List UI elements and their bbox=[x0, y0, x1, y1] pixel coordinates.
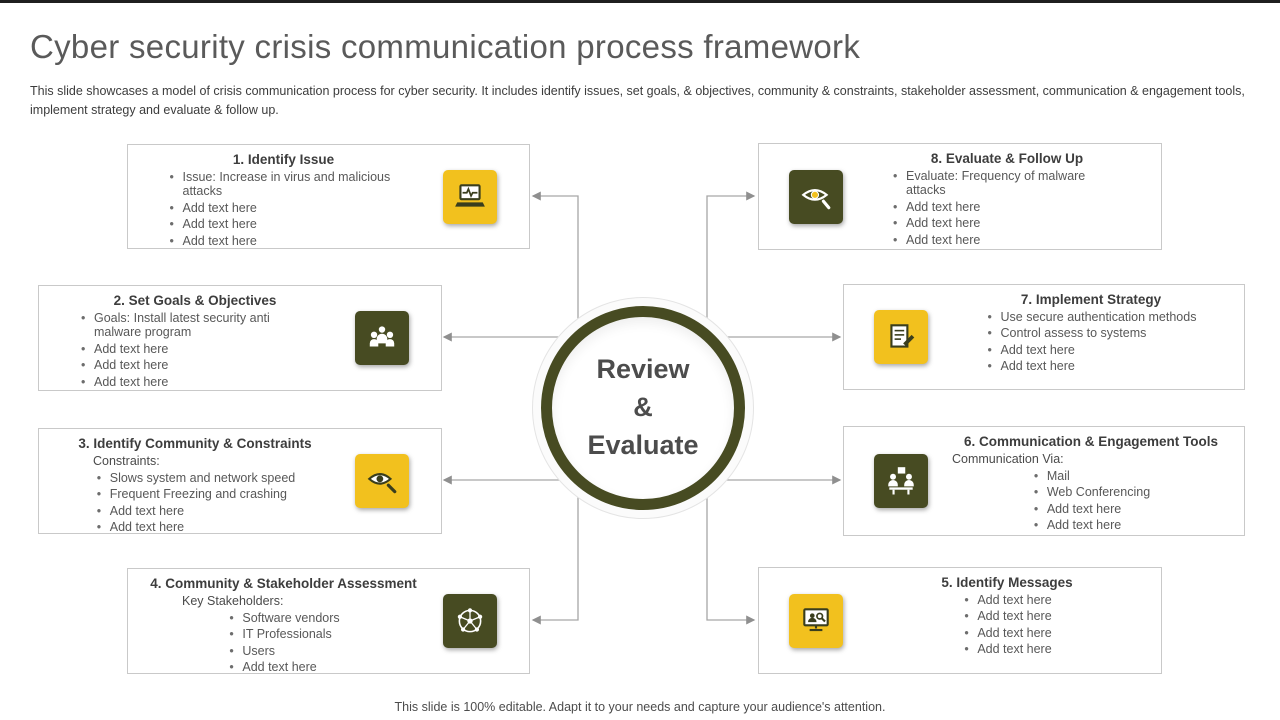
process-box-community-stakeholder-assessment: 4. Community & Stakeholder Assessment Ke… bbox=[127, 568, 530, 674]
laptop-pulse-icon bbox=[443, 169, 497, 224]
network-nodes-icon bbox=[443, 594, 497, 648]
bullet-list: Evaluate: Frequency of malware attacks A… bbox=[891, 169, 1123, 247]
bullet: Add text here bbox=[986, 359, 1197, 374]
bullet: Add text here bbox=[891, 233, 1123, 248]
bullet-list: Goals: Install latest security anti malw… bbox=[79, 311, 311, 389]
bullet: Add text here bbox=[962, 609, 1051, 624]
slide-description: This slide showcases a model of crisis c… bbox=[30, 84, 1245, 117]
bullet-list: Use secure authentication methods Contro… bbox=[986, 310, 1197, 374]
box-title: 8. Evaluate & Follow Up bbox=[930, 151, 1084, 166]
bullet: Add text here bbox=[79, 358, 311, 373]
bullet: Add text here bbox=[227, 660, 339, 673]
footer-note: This slide is 100% editable. Adapt it to… bbox=[394, 700, 886, 714]
box-title: 2. Set Goals & Objectives bbox=[113, 293, 277, 308]
eye-review-icon bbox=[789, 169, 843, 224]
center-text-line2: & bbox=[633, 392, 653, 423]
box-title: 4. Community & Stakeholder Assessment bbox=[150, 576, 417, 591]
bullet: Add text here bbox=[962, 626, 1051, 641]
bullet: Add text here bbox=[891, 216, 1123, 231]
document-edit-icon bbox=[874, 310, 928, 364]
bullet: Add text here bbox=[95, 504, 296, 519]
box-sublabel: Communication Via: bbox=[952, 452, 1064, 466]
bullet: Software vendors bbox=[227, 611, 339, 626]
box-title: 5. Identify Messages bbox=[941, 575, 1073, 590]
bullet-list: Issue: Increase in virus and malicious a… bbox=[168, 170, 400, 248]
bullet: Issue: Increase in virus and malicious a… bbox=[168, 170, 400, 199]
box-title: 1. Identify Issue bbox=[232, 152, 335, 167]
bullet: Add text here bbox=[95, 520, 296, 533]
bullet: Slows system and network speed bbox=[95, 471, 296, 486]
process-box-communication-engagement-tools: 6. Communication & Engagement Tools Comm… bbox=[843, 426, 1245, 536]
bullet: Frequent Freezing and crashing bbox=[95, 487, 296, 502]
page-title: Cyber security crisis communication proc… bbox=[30, 28, 861, 65]
bullet: Add text here bbox=[962, 593, 1051, 608]
bullet-list: Software vendors IT Professionals Users … bbox=[227, 611, 339, 673]
bullet-list: Mail Web Conferencing Add text here Add … bbox=[1032, 469, 1150, 533]
center-text-line1: Review bbox=[596, 354, 690, 385]
bullet: Mail bbox=[1032, 469, 1150, 484]
bullet: Add text here bbox=[986, 343, 1197, 358]
monitor-search-icon bbox=[789, 593, 843, 648]
bullet: Add text here bbox=[79, 342, 311, 357]
bullet: Add text here bbox=[962, 642, 1051, 657]
eye-search-icon bbox=[355, 454, 409, 508]
slide-top-border bbox=[0, 0, 1280, 3]
bullet: Add text here bbox=[168, 201, 400, 216]
bullet: Evaluate: Frequency of malware attacks bbox=[891, 169, 1123, 198]
bullet: Control assess to systems bbox=[986, 326, 1197, 341]
team-goal-icon bbox=[355, 311, 409, 365]
box-sublabel: Key Stakeholders: bbox=[182, 594, 284, 608]
bullet: Add text here bbox=[168, 217, 400, 232]
center-text-line3: Evaluate bbox=[587, 429, 699, 460]
box-title: 3. Identify Community & Constraints bbox=[78, 436, 312, 451]
bullet: Users bbox=[227, 644, 339, 659]
process-box-identify-messages: 5. Identify Messages Add text here Add t… bbox=[758, 567, 1162, 674]
process-box-identify-community-constraints: 3. Identify Community & Constraints Cons… bbox=[38, 428, 442, 534]
bullet: Goals: Install latest security anti malw… bbox=[79, 311, 311, 340]
bullet: Use secure authentication methods bbox=[986, 310, 1197, 325]
bullet: Add text here bbox=[1032, 502, 1150, 517]
bullet-list: Slows system and network speed Frequent … bbox=[95, 471, 296, 533]
bullet: Add text here bbox=[1032, 518, 1150, 533]
box-title: 6. Communication & Engagement Tools bbox=[963, 434, 1219, 449]
bullet: Web Conferencing bbox=[1032, 485, 1150, 500]
bullet: Add text here bbox=[891, 200, 1123, 215]
process-box-identify-issue: 1. Identify Issue Issue: Increase in vir… bbox=[127, 144, 530, 249]
meeting-discussion-icon bbox=[874, 454, 928, 508]
bullet: Add text here bbox=[79, 375, 311, 390]
bullet: IT Professionals bbox=[227, 627, 339, 642]
bullet: Add text here bbox=[168, 234, 400, 249]
box-sublabel: Constraints: bbox=[93, 454, 160, 468]
process-box-implement-strategy: 7. Implement Strategy Use secure authent… bbox=[843, 284, 1245, 390]
process-box-set-goals-objectives: 2. Set Goals & Objectives Goals: Install… bbox=[38, 285, 442, 391]
process-box-evaluate-follow-up: 8. Evaluate & Follow Up Evaluate: Freque… bbox=[758, 143, 1162, 250]
bullet-list: Add text here Add text here Add text her… bbox=[962, 593, 1051, 657]
review-evaluate-circle: Review & Evaluate bbox=[541, 306, 745, 510]
box-title: 7. Implement Strategy bbox=[1020, 292, 1162, 307]
